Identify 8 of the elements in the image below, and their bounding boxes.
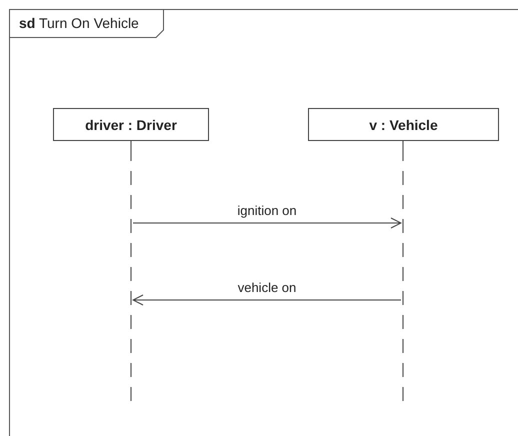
- frame-title: sd Turn On Vehicle: [19, 15, 139, 31]
- message-label: vehicle on: [238, 280, 296, 295]
- message-arrow: [132, 218, 402, 228]
- lifeline-head-box: v : Vehicle: [308, 108, 499, 141]
- lifeline-head-box: driver : Driver: [53, 108, 209, 141]
- sequence-frame: [9, 9, 518, 436]
- message-arrow: [132, 294, 402, 306]
- message-label: ignition on: [237, 203, 297, 218]
